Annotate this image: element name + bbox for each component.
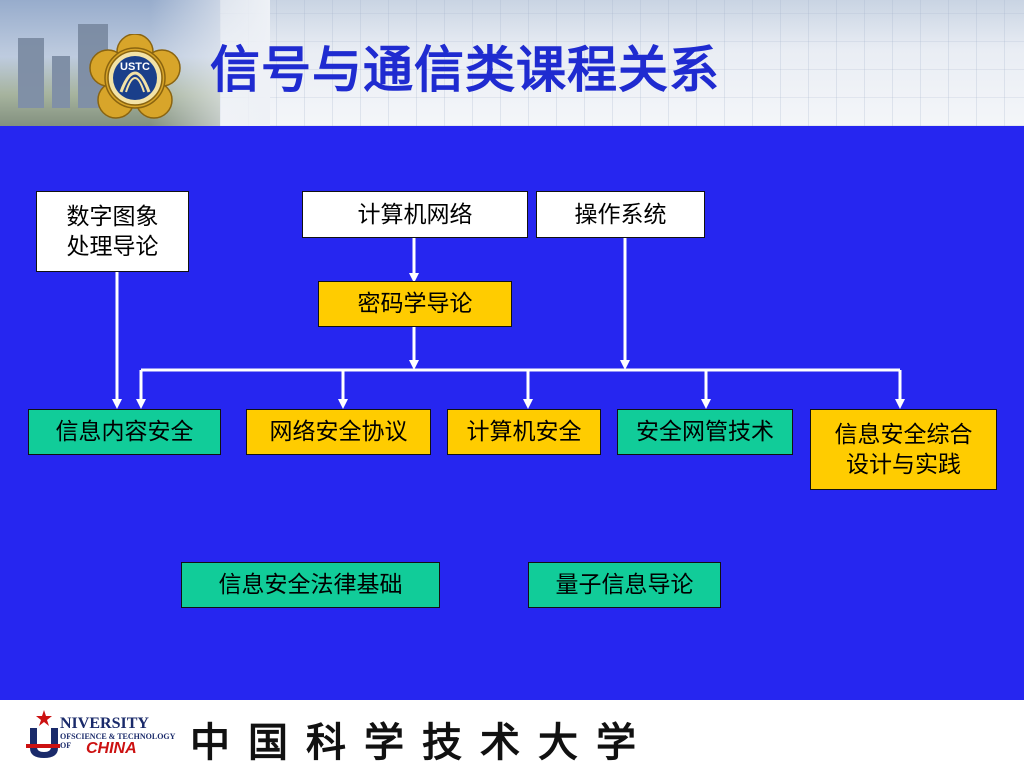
node-digital-image-processing: 数字图象 处理导论 [36, 191, 189, 272]
ustc-emblem: USTC [89, 34, 181, 119]
university-country: CHINA [86, 740, 137, 757]
footer: NIVERSITY OFSCIENCE & TECHNOLOGY OF CHIN… [0, 700, 1024, 768]
header-band: USTC 信号与通信类课程关系 [0, 0, 1024, 126]
university-english-name: NIVERSITY OFSCIENCE & TECHNOLOGY OF [60, 715, 176, 751]
node-info-content-security: 信息内容安全 [28, 409, 221, 455]
slide-title: 信号与通信类课程关系 [210, 40, 720, 99]
node-computer-network: 计算机网络 [302, 191, 528, 238]
university-chinese-name: 中国科学技术大学 [190, 719, 654, 766]
node-cryptography: 密码学导论 [318, 281, 512, 327]
node-info-security-law: 信息安全法律基础 [181, 562, 440, 608]
header-pattern [220, 0, 1024, 126]
svg-text:USTC: USTC [120, 61, 150, 73]
node-network-security-protocol: 网络安全协议 [246, 409, 431, 455]
ustc-u-logo [26, 710, 60, 758]
node-info-security-practice: 信息安全综合 设计与实践 [810, 409, 997, 490]
node-security-network-management: 安全网管技术 [617, 409, 793, 455]
node-quantum-info: 量子信息导论 [528, 562, 721, 608]
node-operating-system: 操作系统 [536, 191, 705, 238]
node-computer-security: 计算机安全 [447, 409, 601, 455]
